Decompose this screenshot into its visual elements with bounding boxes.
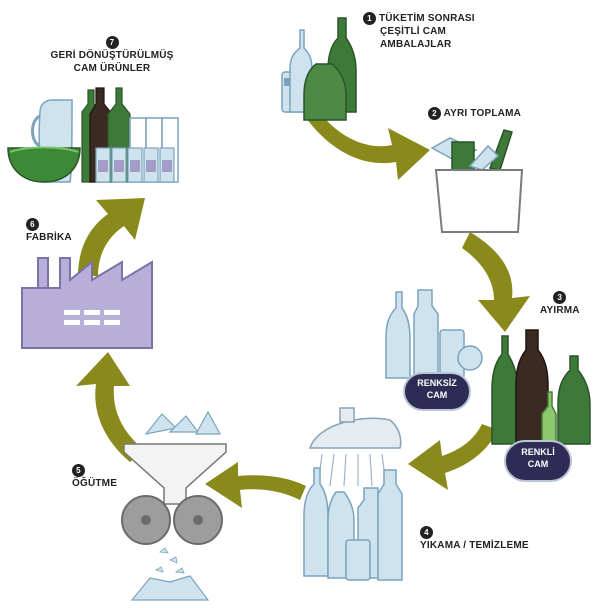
step-3-number: 3 xyxy=(553,291,567,304)
cycle-arrows xyxy=(76,110,530,508)
step-4-label: 4 YIKAMA / TEMİZLEME xyxy=(420,526,529,552)
step-1-line-1: TÜKETİM SONRASI xyxy=(378,13,475,25)
colored-glass-tag: RENKLİ CAM xyxy=(504,440,572,482)
arrow-6-to-7 xyxy=(78,198,145,276)
step-5-number: 5 xyxy=(72,464,85,477)
step-6-number: 6 xyxy=(26,218,39,231)
step-3-colored-glass xyxy=(491,329,591,445)
arrow-4-to-5 xyxy=(205,462,306,508)
step-3-colorless-glass xyxy=(385,289,483,379)
step-7-illustration xyxy=(7,87,179,183)
step-1-number: 1 xyxy=(363,12,376,25)
step-7-line-1: GERİ DÖNÜŞTÜRÜLMÜŞ xyxy=(50,50,174,62)
step-2-label: 2 AYRI TOPLAMA xyxy=(428,107,521,120)
colored-tag-line-1: RENKLİ xyxy=(521,447,555,457)
arrow-2-to-3 xyxy=(462,232,530,332)
arrow-5-to-6 xyxy=(76,352,144,462)
step-2-line-1: AYRI TOPLAMA xyxy=(443,108,522,120)
step-4-line-1: YIKAMA / TEMİZLEME xyxy=(420,540,529,552)
step-2-illustration xyxy=(430,129,524,233)
step-3-line-1: AYIRMA xyxy=(540,305,580,317)
colorless-glass-tag: RENKSİZ CAM xyxy=(403,372,471,411)
step-5-illustration xyxy=(121,410,227,601)
step-5-label: 5 ÖĞÜTME xyxy=(72,464,117,490)
arrow-1-to-2 xyxy=(306,110,430,180)
step-6-label: 6 FABRİKA xyxy=(26,218,72,244)
step-7-label: 7 GERİ DÖNÜŞTÜRÜLMÜŞ CAM ÜRÜNLER xyxy=(42,36,182,75)
step-5-line-1: ÖĞÜTME xyxy=(72,478,118,490)
step-4-number: 4 xyxy=(420,526,433,539)
colorless-tag-line-1: RENKSİZ xyxy=(417,378,457,388)
step-7-line-2: CAM ÜRÜNLER xyxy=(73,63,151,75)
step-1-line-3: AMBALAJLAR xyxy=(380,39,452,51)
step-2-number: 2 xyxy=(428,107,441,120)
step-4-illustration xyxy=(303,407,403,581)
step-6-factory xyxy=(21,257,153,349)
arrow-3-to-4 xyxy=(408,424,498,490)
step-1-line-2: ÇEŞİTLİ CAM xyxy=(380,26,447,38)
step-1-illustration xyxy=(281,17,357,121)
step-6-line-1: FABRİKA xyxy=(26,232,72,244)
colored-tag-line-2: CAM xyxy=(527,459,549,469)
step-1-label: 1 TÜKETİM SONRASI ÇEŞİTLİ CAM AMBALAJLAR xyxy=(363,12,475,51)
step-7-number: 7 xyxy=(105,36,119,49)
step-3-label: 3 AYIRMA xyxy=(540,291,580,317)
colorless-tag-line-2: CAM xyxy=(426,390,448,400)
